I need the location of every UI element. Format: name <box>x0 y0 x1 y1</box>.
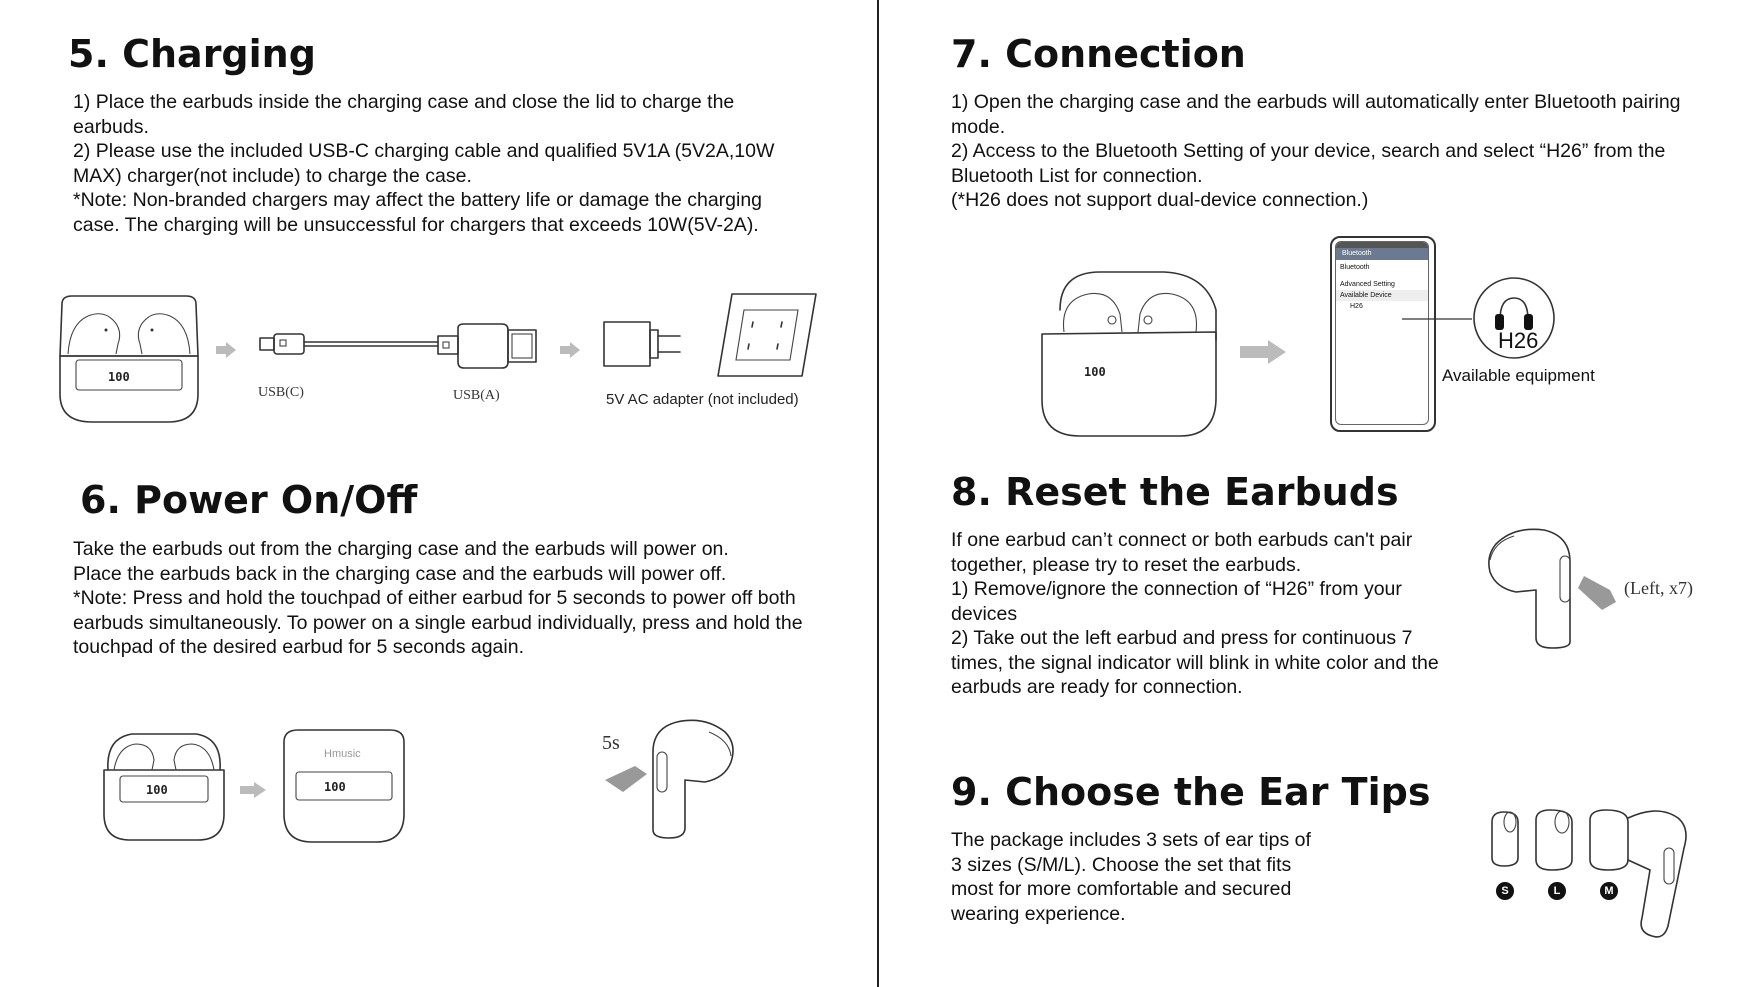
case-battery-display: 100 <box>108 370 130 384</box>
case-battery-display: 100 <box>324 780 346 794</box>
section7-title: 7. Connection <box>951 32 1246 76</box>
case-battery-display: 100 <box>146 783 168 797</box>
brand-logo: Hmusic <box>324 748 361 760</box>
open-case-with-earbuds-illustration: 100 <box>1041 271 1217 437</box>
size-badge-m: M <box>1600 882 1618 900</box>
section6-line-2: Place the earbuds back in the charging c… <box>73 562 727 585</box>
section8-text: If one earbud can’t connect or both earb… <box>951 528 1441 700</box>
phone-row-bluetooth: Bluetooth <box>1340 264 1370 271</box>
pointer-line <box>1402 318 1472 320</box>
section9-line-1: The package includes 3 sets of ear tips … <box>951 829 1311 925</box>
earbud-press-illustration <box>605 719 734 839</box>
section9-title: 9. Choose the Ear Tips <box>951 770 1431 814</box>
phone-row-advanced: Advanced Setting <box>1340 281 1395 288</box>
section6-line-3: *Note: Press and hold the touchpad of ei… <box>73 587 803 658</box>
size-badge-l: L <box>1548 882 1566 900</box>
section8-line-2: 1) Remove/ignore the connection of “H26”… <box>951 578 1402 625</box>
charging-case-closed-illustration: 100 <box>59 295 199 423</box>
arrow-icon <box>1240 340 1286 364</box>
phone-illustration: Bluetooth Bluetooth Advanced Setting Ava… <box>1330 236 1436 432</box>
size-badge-s: S <box>1496 882 1514 900</box>
section6-line-1: Take the earbuds out from the charging c… <box>73 538 729 560</box>
phone-row-available: Available Device <box>1336 290 1428 301</box>
ac-adapter-illustration <box>603 293 817 377</box>
charging-case-lid-closed-illustration: 100 <box>283 729 405 843</box>
section5-line-3: *Note: Non-branded chargers may affect t… <box>73 189 763 236</box>
usb-c-label: USB(C) <box>258 385 304 400</box>
section8-title: 8. Reset the Earbuds <box>951 470 1399 514</box>
available-equipment-label: Available equipment <box>1442 366 1595 385</box>
section8-line-1: If one earbud can’t connect or both earb… <box>951 529 1413 576</box>
case-battery-display: 100 <box>1084 365 1106 379</box>
phone-device-h26[interactable]: H26 <box>1350 303 1363 310</box>
ear-tips-illustration <box>1491 809 1687 938</box>
section7-line-1: 1) Open the charging case and the earbud… <box>951 91 1681 138</box>
center-divider <box>877 0 879 987</box>
arrow-icon <box>560 342 580 358</box>
arrow-icon <box>240 782 266 798</box>
section9-text: The package includes 3 sets of ear tips … <box>951 828 1321 926</box>
section6-text: Take the earbuds out from the charging c… <box>73 537 833 660</box>
section5-line-1: 1) Place the earbuds inside the charging… <box>73 91 735 138</box>
section7-line-3: (*H26 does not support dual-device conne… <box>951 189 1369 211</box>
headphone-icon-circle <box>1473 277 1555 359</box>
device-name-label: H26 <box>1498 328 1539 353</box>
section5-line-2: 2) Please use the included USB-C chargin… <box>73 140 775 187</box>
adapter-label: 5V AC adapter (not included) <box>606 391 799 408</box>
phone-header: Bluetooth <box>1336 248 1428 260</box>
section7-text: 1) Open the charging case and the earbud… <box>951 90 1681 213</box>
section5-title: 5. Charging <box>68 32 316 76</box>
hold-time-label: 5s <box>602 732 620 754</box>
section6-title: 6. Power On/Off <box>80 478 418 522</box>
reset-press-label: (Left, x7) <box>1624 578 1693 598</box>
section7-line-2: 2) Access to the Bluetooth Setting of yo… <box>951 140 1666 187</box>
section5-text: 1) Place the earbuds inside the charging… <box>73 90 813 237</box>
charging-case-open-illustration: 100 <box>103 733 225 841</box>
usb-a-label: USB(A) <box>453 388 500 403</box>
arrow-icon <box>216 342 236 358</box>
section8-line-3: 2) Take out the left earbud and press fo… <box>951 627 1439 698</box>
usb-cable-illustration <box>259 323 537 369</box>
earbud-reset-illustration <box>1488 528 1616 649</box>
